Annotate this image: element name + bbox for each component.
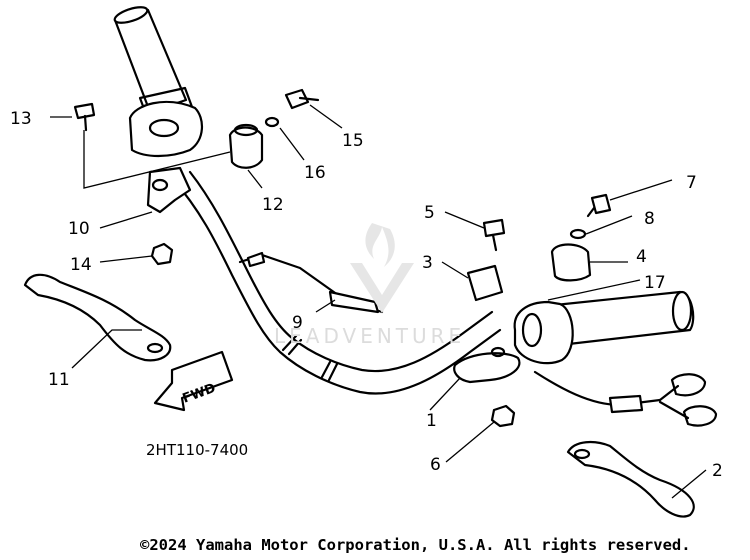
callout-7: 7 <box>686 173 697 193</box>
callout-11: 11 <box>48 370 70 390</box>
washer-16 <box>264 116 280 128</box>
leader-lines <box>50 104 707 499</box>
washer-8 <box>569 228 587 240</box>
lever-11 <box>23 273 172 362</box>
callout-10: 10 <box>68 219 90 239</box>
nut-14 <box>150 242 174 266</box>
right-grip <box>553 290 695 347</box>
part-code: 2HT110-7400 <box>146 441 248 459</box>
left-grip <box>113 6 203 158</box>
holder-1 <box>453 346 521 384</box>
lever-2 <box>566 440 695 518</box>
callout-17: 17 <box>644 273 666 293</box>
switch-3 <box>466 264 504 302</box>
bracket-4 <box>550 243 592 282</box>
clutch-holder-left <box>146 166 192 214</box>
callout-5: 5 <box>424 203 435 223</box>
callout-1: 1 <box>426 411 437 431</box>
switch-wires <box>533 370 718 427</box>
holder-12 <box>228 123 264 169</box>
bolt-13 <box>73 102 96 132</box>
throttle-housing-17 <box>513 300 574 365</box>
callout-4: 4 <box>636 247 647 267</box>
nut-6 <box>490 404 516 428</box>
callout-12: 12 <box>262 195 284 215</box>
callout-13: 13 <box>10 109 32 129</box>
callout-9: 9 <box>292 313 303 333</box>
copyright-notice: ©2024 Yamaha Motor Corporation, U.S.A. A… <box>140 536 691 554</box>
bolt-5 <box>482 218 506 252</box>
bolt-7 <box>586 193 612 218</box>
callout-14: 14 <box>70 255 92 275</box>
forward-arrow: FWD <box>153 350 234 412</box>
callout-6: 6 <box>430 455 441 475</box>
callout-3: 3 <box>422 253 433 273</box>
callout-2: 2 <box>712 461 723 481</box>
wire-9 <box>238 251 384 314</box>
handlebar <box>170 170 502 395</box>
callout-8: 8 <box>644 209 655 229</box>
callout-16: 16 <box>304 163 326 183</box>
bolt-15 <box>284 88 320 110</box>
callout-15: 15 <box>342 131 364 151</box>
